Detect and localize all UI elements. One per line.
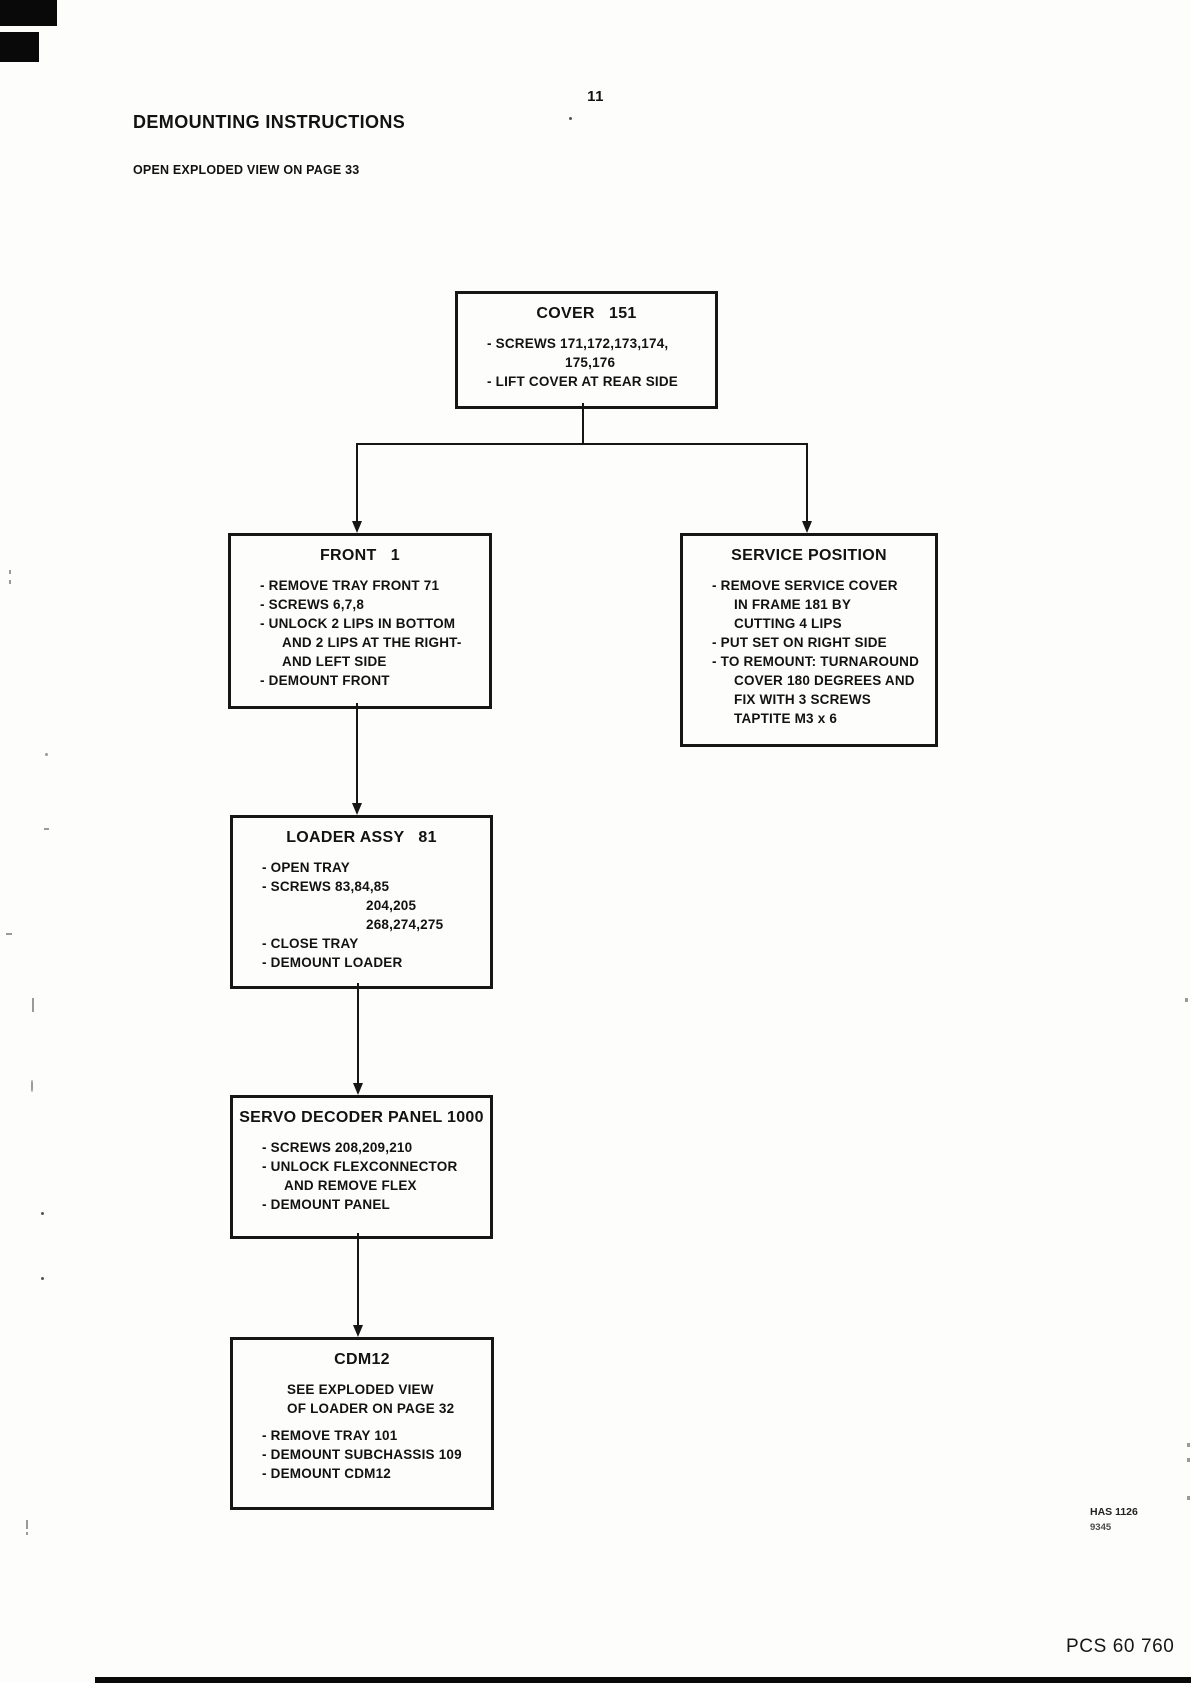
scan-artifact [1187, 1458, 1190, 1462]
box-body-loader-assy: - OPEN TRAY - SCREWS 83,84,85 204,205 26… [233, 858, 490, 972]
box-line: SEE EXPLODED VIEW [287, 1382, 434, 1397]
box-body-cdm12: SEE EXPLODED VIEW OF LOADER ON PAGE 32 -… [233, 1380, 491, 1483]
box-line: - DEMOUNT PANEL [262, 1197, 390, 1212]
box-line: - DEMOUNT LOADER [262, 955, 403, 970]
connector-cover-down [582, 403, 584, 443]
box-line: - REMOVE SERVICE COVER [712, 578, 898, 593]
bottom-scan-bar [95, 1677, 1191, 1683]
box-title-cover: COVER 151 [536, 305, 637, 322]
flow-box-cdm12: CDM12 SEE EXPLODED VIEW OF LOADER ON PAG… [230, 1337, 494, 1510]
scan-mark-top-2 [0, 32, 39, 62]
box-line: IN FRAME 181 BY [734, 597, 852, 612]
stamp-has-number: HAS 1126 [1090, 1506, 1138, 1518]
box-line: - DEMOUNT FRONT [260, 673, 390, 688]
connector-to-front [356, 443, 358, 521]
scan-artifact [41, 1277, 44, 1280]
box-body-service-position: - REMOVE SERVICE COVER IN FRAME 181 BY C… [683, 576, 935, 728]
box-line: TAPTITE M3 x 6 [734, 711, 838, 726]
box-line: AND REMOVE FLEX [284, 1178, 417, 1193]
scan-artifact [32, 998, 34, 1012]
scan-mark-top-1 [0, 0, 57, 26]
box-line: - TO REMOUNT: TURNAROUND [712, 654, 920, 669]
connector-front-loader [356, 703, 358, 803]
connector-branch-horizontal [356, 443, 808, 445]
scan-artifact [1187, 1496, 1190, 1500]
scan-artifact [9, 580, 11, 584]
arrowhead-loader [352, 803, 362, 815]
box-line: - LIFT COVER AT REAR SIDE [487, 374, 679, 389]
scan-artifact [9, 570, 11, 574]
scan-artifact [26, 1532, 28, 1535]
box-title-servo-decoder-panel: SERVO DECODER PANEL 1000 [239, 1109, 484, 1126]
connector-servo-cdm12 [357, 1233, 359, 1325]
scan-artifact [569, 117, 572, 120]
stamp-date-code: 9345 [1090, 1522, 1112, 1533]
box-line: - SCREWS 83,84,85 [262, 879, 390, 894]
box-line: - OPEN TRAY [262, 860, 350, 875]
box-title-cdm12: CDM12 [334, 1351, 390, 1368]
flow-box-servo-decoder-panel: SERVO DECODER PANEL 1000 - SCREWS 208,20… [230, 1095, 493, 1239]
scan-artifact [6, 933, 12, 935]
scan-artifact [26, 1520, 28, 1529]
box-line-gap [262, 1418, 485, 1426]
box-line: - DEMOUNT CDM12 [262, 1466, 392, 1481]
box-line: COVER 180 DEGREES AND [734, 673, 915, 688]
box-line: OF LOADER ON PAGE 32 [287, 1401, 455, 1416]
box-line: - SCREWS 171,172,173,174, [487, 336, 669, 351]
box-line: 175,176 [565, 355, 616, 370]
box-line: - UNLOCK 2 LIPS IN BOTTOM [260, 616, 456, 631]
box-line: - REMOVE TRAY FRONT 71 [260, 578, 440, 593]
box-line: 204,205 [366, 898, 417, 913]
box-body-front: - REMOVE TRAY FRONT 71 - SCREWS 6,7,8 - … [231, 576, 489, 690]
box-title-loader-assy: LOADER ASSY 81 [286, 829, 437, 846]
connector-loader-servo [357, 983, 359, 1083]
box-line: - UNLOCK FLEXCONNECTOR [262, 1159, 458, 1174]
box-line: CUTTING 4 LIPS [734, 616, 842, 631]
box-line: - SCREWS 6,7,8 [260, 597, 365, 612]
box-line: - SCREWS 208,209,210 [262, 1140, 413, 1155]
box-line: AND LEFT SIDE [282, 654, 387, 669]
scan-artifact [31, 1080, 33, 1092]
scan-artifact [44, 828, 49, 830]
box-title-front: FRONT 1 [319, 547, 401, 564]
box-line: - REMOVE TRAY 101 [262, 1428, 398, 1443]
box-line: 268,274,275 [366, 917, 444, 932]
flow-box-cover: COVER 151 - SCREWS 171,172,173,174, 175,… [455, 291, 718, 409]
flow-box-service-position: SERVICE POSITION - REMOVE SERVICE COVER … [680, 533, 938, 747]
box-line: - DEMOUNT SUBCHASSIS 109 [262, 1447, 462, 1462]
page-number: 11 [587, 88, 604, 105]
page-title: DEMOUNTING INSTRUCTIONS [133, 112, 406, 132]
box-body-servo-decoder-panel: - SCREWS 208,209,210 - UNLOCK FLEXCONNEC… [233, 1138, 490, 1214]
scan-artifact [41, 1212, 44, 1215]
scan-artifact [45, 753, 48, 756]
scan-artifact [1185, 998, 1188, 1002]
arrowhead-front [352, 521, 362, 533]
box-body-cover: - SCREWS 171,172,173,174, 175,176 - LIFT… [458, 334, 715, 391]
box-line: FIX WITH 3 SCREWS [734, 692, 871, 707]
page-subtitle: OPEN EXPLODED VIEW ON PAGE 33 [133, 163, 360, 177]
flow-box-loader-assy: LOADER ASSY 81 - OPEN TRAY - SCREWS 83,8… [230, 815, 493, 989]
box-line: - CLOSE TRAY [262, 936, 359, 951]
box-line: - PUT SET ON RIGHT SIDE [712, 635, 887, 650]
arrowhead-service [802, 521, 812, 533]
box-line: AND 2 LIPS AT THE RIGHT- [282, 635, 462, 650]
footer-part-number: PCS 60 760 [1066, 1636, 1175, 1657]
flow-box-front: FRONT 1 - REMOVE TRAY FRONT 71 - SCREWS … [228, 533, 492, 709]
connector-to-service [806, 443, 808, 521]
arrowhead-servo [353, 1083, 363, 1095]
scan-artifact [1187, 1443, 1190, 1447]
box-title-service-position: SERVICE POSITION [731, 547, 887, 564]
arrowhead-cdm12 [353, 1325, 363, 1337]
